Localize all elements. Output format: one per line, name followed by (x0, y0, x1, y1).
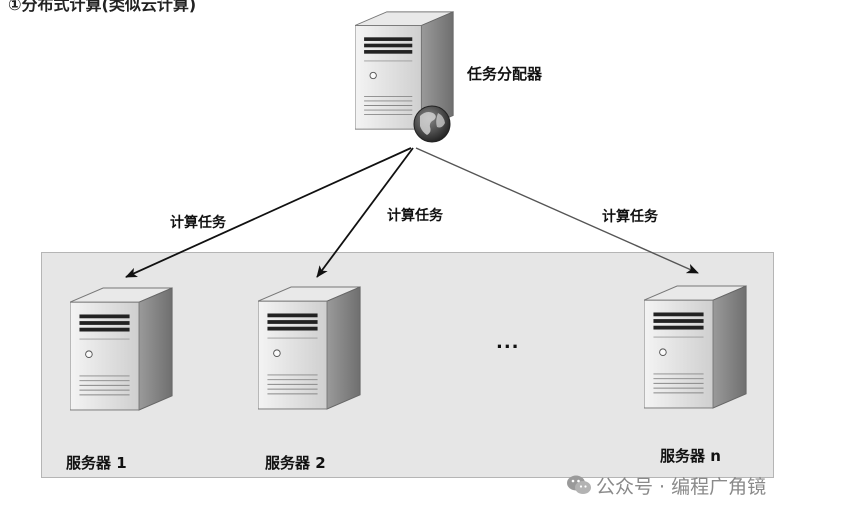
edge-label-1: 计算任务 (170, 215, 226, 231)
watermark: 公众号 · 编程广角镜 (566, 472, 766, 501)
server-2-icon (258, 286, 361, 410)
dispatcher-label: 任务分配器 (467, 65, 543, 83)
server-2-label: 服务器 2 (265, 454, 326, 472)
ellipsis: ... (496, 332, 520, 353)
wechat-icon (566, 474, 592, 501)
server-n-icon (644, 285, 747, 409)
header-title: ①分布式计算(类似云计算) (8, 0, 197, 14)
edge-label-n: 计算任务 (602, 209, 658, 225)
server-1-label: 服务器 1 (66, 454, 127, 472)
edge-label-2: 计算任务 (387, 208, 443, 224)
globe-icon (413, 105, 451, 143)
watermark-text: 公众号 · 编程广角镜 (596, 476, 767, 498)
arrow-to-server-2 (316, 147, 414, 278)
server-n-label: 服务器 n (660, 447, 721, 465)
server-1-icon (70, 287, 173, 411)
arrow-to-server-1 (125, 147, 412, 278)
arrow-to-server-n (415, 147, 699, 274)
